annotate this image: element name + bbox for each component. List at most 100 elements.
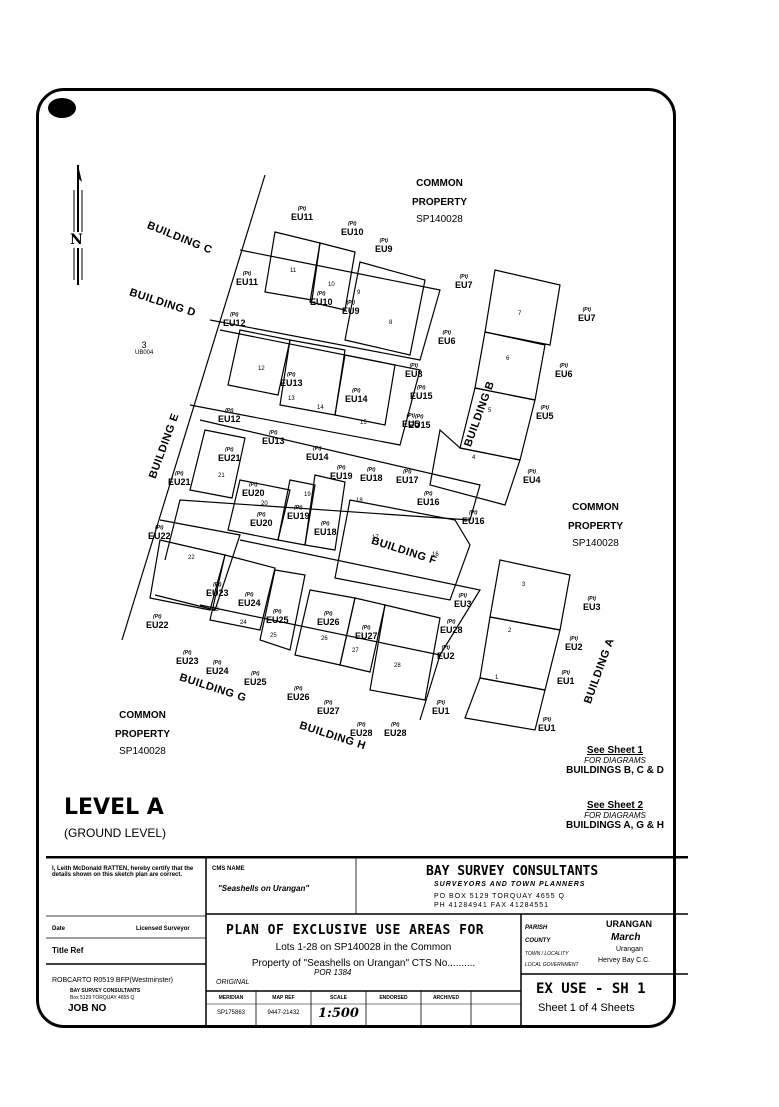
pt-tag: (Pt) <box>458 593 467 599</box>
eu-label-eu21a: (Pt)EU21 <box>218 447 241 463</box>
eu-text: EU26 <box>287 692 310 702</box>
eu-label-eu6b: (Pt)EU6 <box>555 363 573 379</box>
ph-fax: PH 41284941 FAX 41284551 <box>434 902 550 909</box>
meridian-label: MERIDIAN <box>218 995 244 1001</box>
eu-label-eu14b: (Pt)EU14 <box>306 446 329 462</box>
archived-label: ARCHIVED <box>432 995 460 1001</box>
pt-tag: (Pt) <box>294 686 303 692</box>
pt-tag: (Pt) <box>175 471 184 477</box>
lot-number: 3 <box>522 582 526 588</box>
meridian-value: SP175863 <box>216 1010 246 1016</box>
lot-number: 24 <box>240 620 247 626</box>
plan-frame <box>36 88 676 1028</box>
eu-label-eu28c: (Pt)EU28 <box>440 619 463 635</box>
eu-text: EU10 <box>310 297 333 307</box>
pt-tag: (Pt) <box>424 491 433 497</box>
pt-tag: (Pt) <box>540 405 549 411</box>
eu-label-eu16b: (Pt)EU16 <box>462 510 485 526</box>
common-property-bottom: COMMON PROPERTY SP140028 <box>115 710 171 757</box>
pt-tag: (Pt) <box>348 221 357 227</box>
pt-tag: (Pt) <box>313 446 322 452</box>
eu-label-eu20b: (Pt)EU20 <box>250 512 273 528</box>
pt-tag: (Pt) <box>321 521 330 527</box>
eu-label-eu12b: (Pt)EU12 <box>218 408 241 424</box>
eu-text: EU18 <box>314 527 337 537</box>
eu-text: EU25 <box>244 677 267 687</box>
lot-number: 11 <box>290 268 297 274</box>
lot-number: 18 <box>356 498 363 504</box>
eu-label-eu12a: (Pt)EU12 <box>223 312 246 328</box>
local-government-label: LOCAL GOVERNMENT <box>525 962 579 968</box>
lot-number: 10 <box>328 282 335 288</box>
lot-number: 28 <box>394 663 401 669</box>
eu-text: EU21 <box>218 453 241 463</box>
eu-text: EU14 <box>345 394 368 404</box>
eu-text: EU1 <box>557 676 575 686</box>
eu-text: EU5 <box>536 411 554 421</box>
pt-tag: (Pt) <box>409 363 418 369</box>
po-box: PO BOX 5129 TORQUAY 4655 Q <box>434 893 565 900</box>
eu-text: EU11 <box>236 277 259 287</box>
sheet-of: Sheet 1 of 4 Sheets <box>538 1002 635 1014</box>
eu-label-eu16a: (Pt)EU16 <box>417 491 440 507</box>
original-value: POR 1384 <box>314 968 352 977</box>
eu-text: EU17 <box>396 475 419 485</box>
eu-text: EU14 <box>306 452 329 462</box>
eu-label-eu2a: (Pt)EU2 <box>565 636 583 652</box>
pt-tag: (Pt) <box>294 505 303 511</box>
eu-text: EU18 <box>360 473 383 483</box>
pt-tag: (Pt) <box>417 385 426 391</box>
lot-number: 12 <box>258 366 265 372</box>
lot-number: 14 <box>317 405 324 411</box>
pt-tag: (Pt) <box>287 372 296 378</box>
pt-tag: (Pt) <box>542 717 551 723</box>
lot-number: 17 <box>372 535 379 541</box>
eu-text: EU6 <box>438 336 456 346</box>
eu-label-eu27b: (Pt)EU27 <box>317 700 340 716</box>
pt-tag: (Pt) <box>561 670 570 676</box>
county-value: March <box>611 932 641 943</box>
pt-tag: (Pt) <box>225 447 234 453</box>
eu-text: EU22 <box>146 620 169 630</box>
pt-tag: (Pt) <box>406 413 415 419</box>
eu-label-eu20a: (Pt)EU20 <box>242 482 265 498</box>
firm-name: BAY SURVEY CONSULTANTS <box>426 864 599 879</box>
pt-tag: (Pt) <box>352 388 361 394</box>
eu-label-eu24b: (Pt)EU24 <box>206 660 229 676</box>
pt-tag: (Pt) <box>391 722 400 728</box>
plan-title: PLAN OF EXCLUSIVE USE AREAS FOR <box>226 923 485 938</box>
pt-tag: (Pt) <box>367 467 376 473</box>
pt-tag: (Pt) <box>155 525 164 531</box>
eu-label-eu1c: (Pt)EU1 <box>538 717 556 733</box>
eu-text: EU9 <box>375 244 393 254</box>
pt-tag: (Pt) <box>441 645 450 651</box>
lot-number: 16 <box>432 552 439 558</box>
ex-use-sheet: EX USE - SH 1 <box>536 981 646 997</box>
eu-label-eu18a: (Pt)EU18 <box>360 467 383 483</box>
eu-label-eu4: (Pt)EU4 <box>523 469 541 485</box>
eu-label-eu7b: (Pt)EU7 <box>578 307 596 323</box>
eu-label-eu2b: (Pt)EU2 <box>437 645 455 661</box>
pt-tag: (Pt) <box>357 722 366 728</box>
pt-tag: (Pt) <box>269 430 278 436</box>
pt-tag: (Pt) <box>242 271 252 277</box>
eu-text: EU16 <box>417 497 440 507</box>
eu-text: EU27 <box>317 706 340 716</box>
eu-text: EU21 <box>168 477 191 487</box>
eu-text: EU23 <box>206 588 229 598</box>
pt-tag: (Pt) <box>527 469 536 475</box>
eu-label-eu10b: (Pt)EU10 <box>310 291 333 307</box>
eu-text: EU13 <box>280 378 303 388</box>
eu-label-eu11a: (Pt)EU11 <box>291 206 313 222</box>
lot-number: 25 <box>270 633 277 639</box>
pt-tag: (Pt) <box>183 650 192 656</box>
eu-label-eu26a: (Pt)EU26 <box>317 611 340 627</box>
north-label: N <box>70 232 83 248</box>
pt-tag: (Pt) <box>436 700 445 706</box>
pt-tag: (Pt) <box>559 363 568 369</box>
eu-text: EU16 <box>462 516 485 526</box>
pt-tag: (Pt) <box>230 312 239 318</box>
eu-label-eu23a: (Pt)EU23 <box>206 582 229 598</box>
eu-text: EU7 <box>455 280 473 290</box>
